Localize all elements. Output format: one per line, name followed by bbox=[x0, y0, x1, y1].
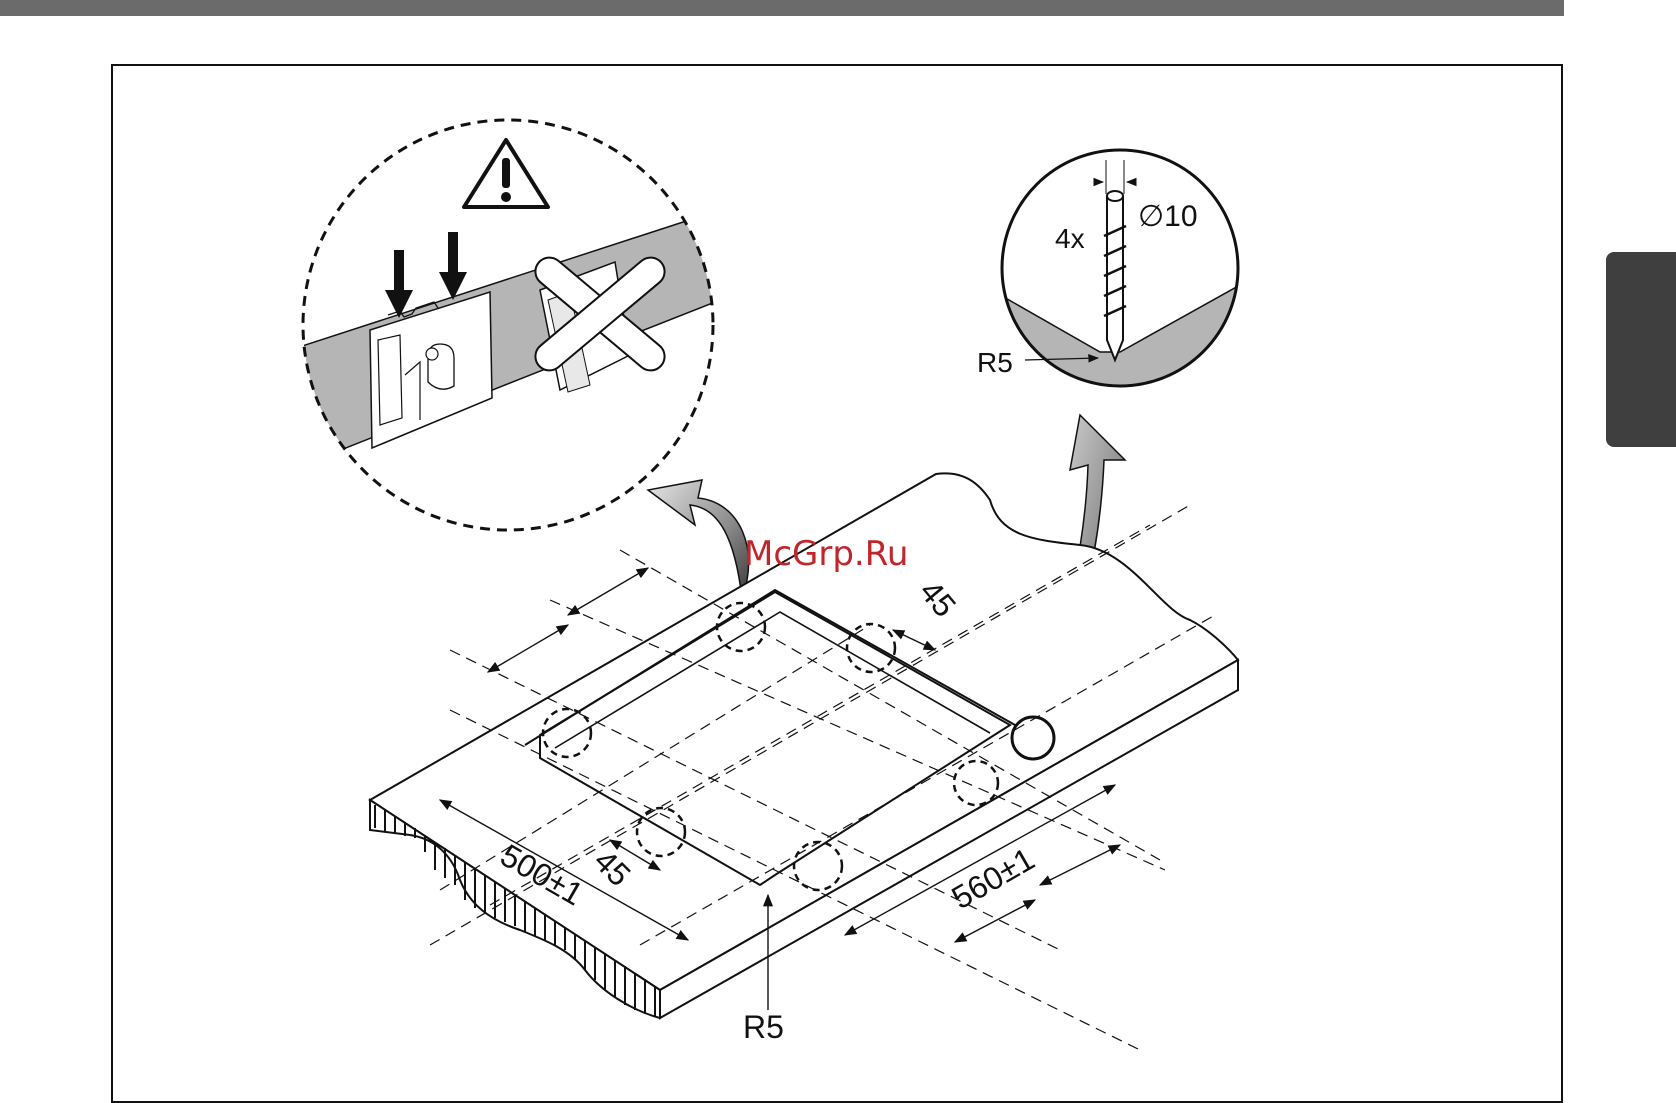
screw-icon bbox=[1104, 191, 1126, 360]
screw-radius-label: R5 bbox=[977, 347, 1013, 378]
warning-triangle-icon bbox=[464, 140, 548, 207]
screw-diameter-label: ∅10 bbox=[1138, 200, 1198, 233]
clip-icon bbox=[370, 292, 492, 448]
clip-detail bbox=[290, 120, 720, 530]
screw-count-label: 4x bbox=[1055, 223, 1085, 254]
screw-detail: 4x ∅10 R5 bbox=[977, 150, 1240, 400]
watermark-text: McGrp.Ru bbox=[744, 534, 908, 574]
corner-radius-label: R5 bbox=[743, 1009, 784, 1045]
